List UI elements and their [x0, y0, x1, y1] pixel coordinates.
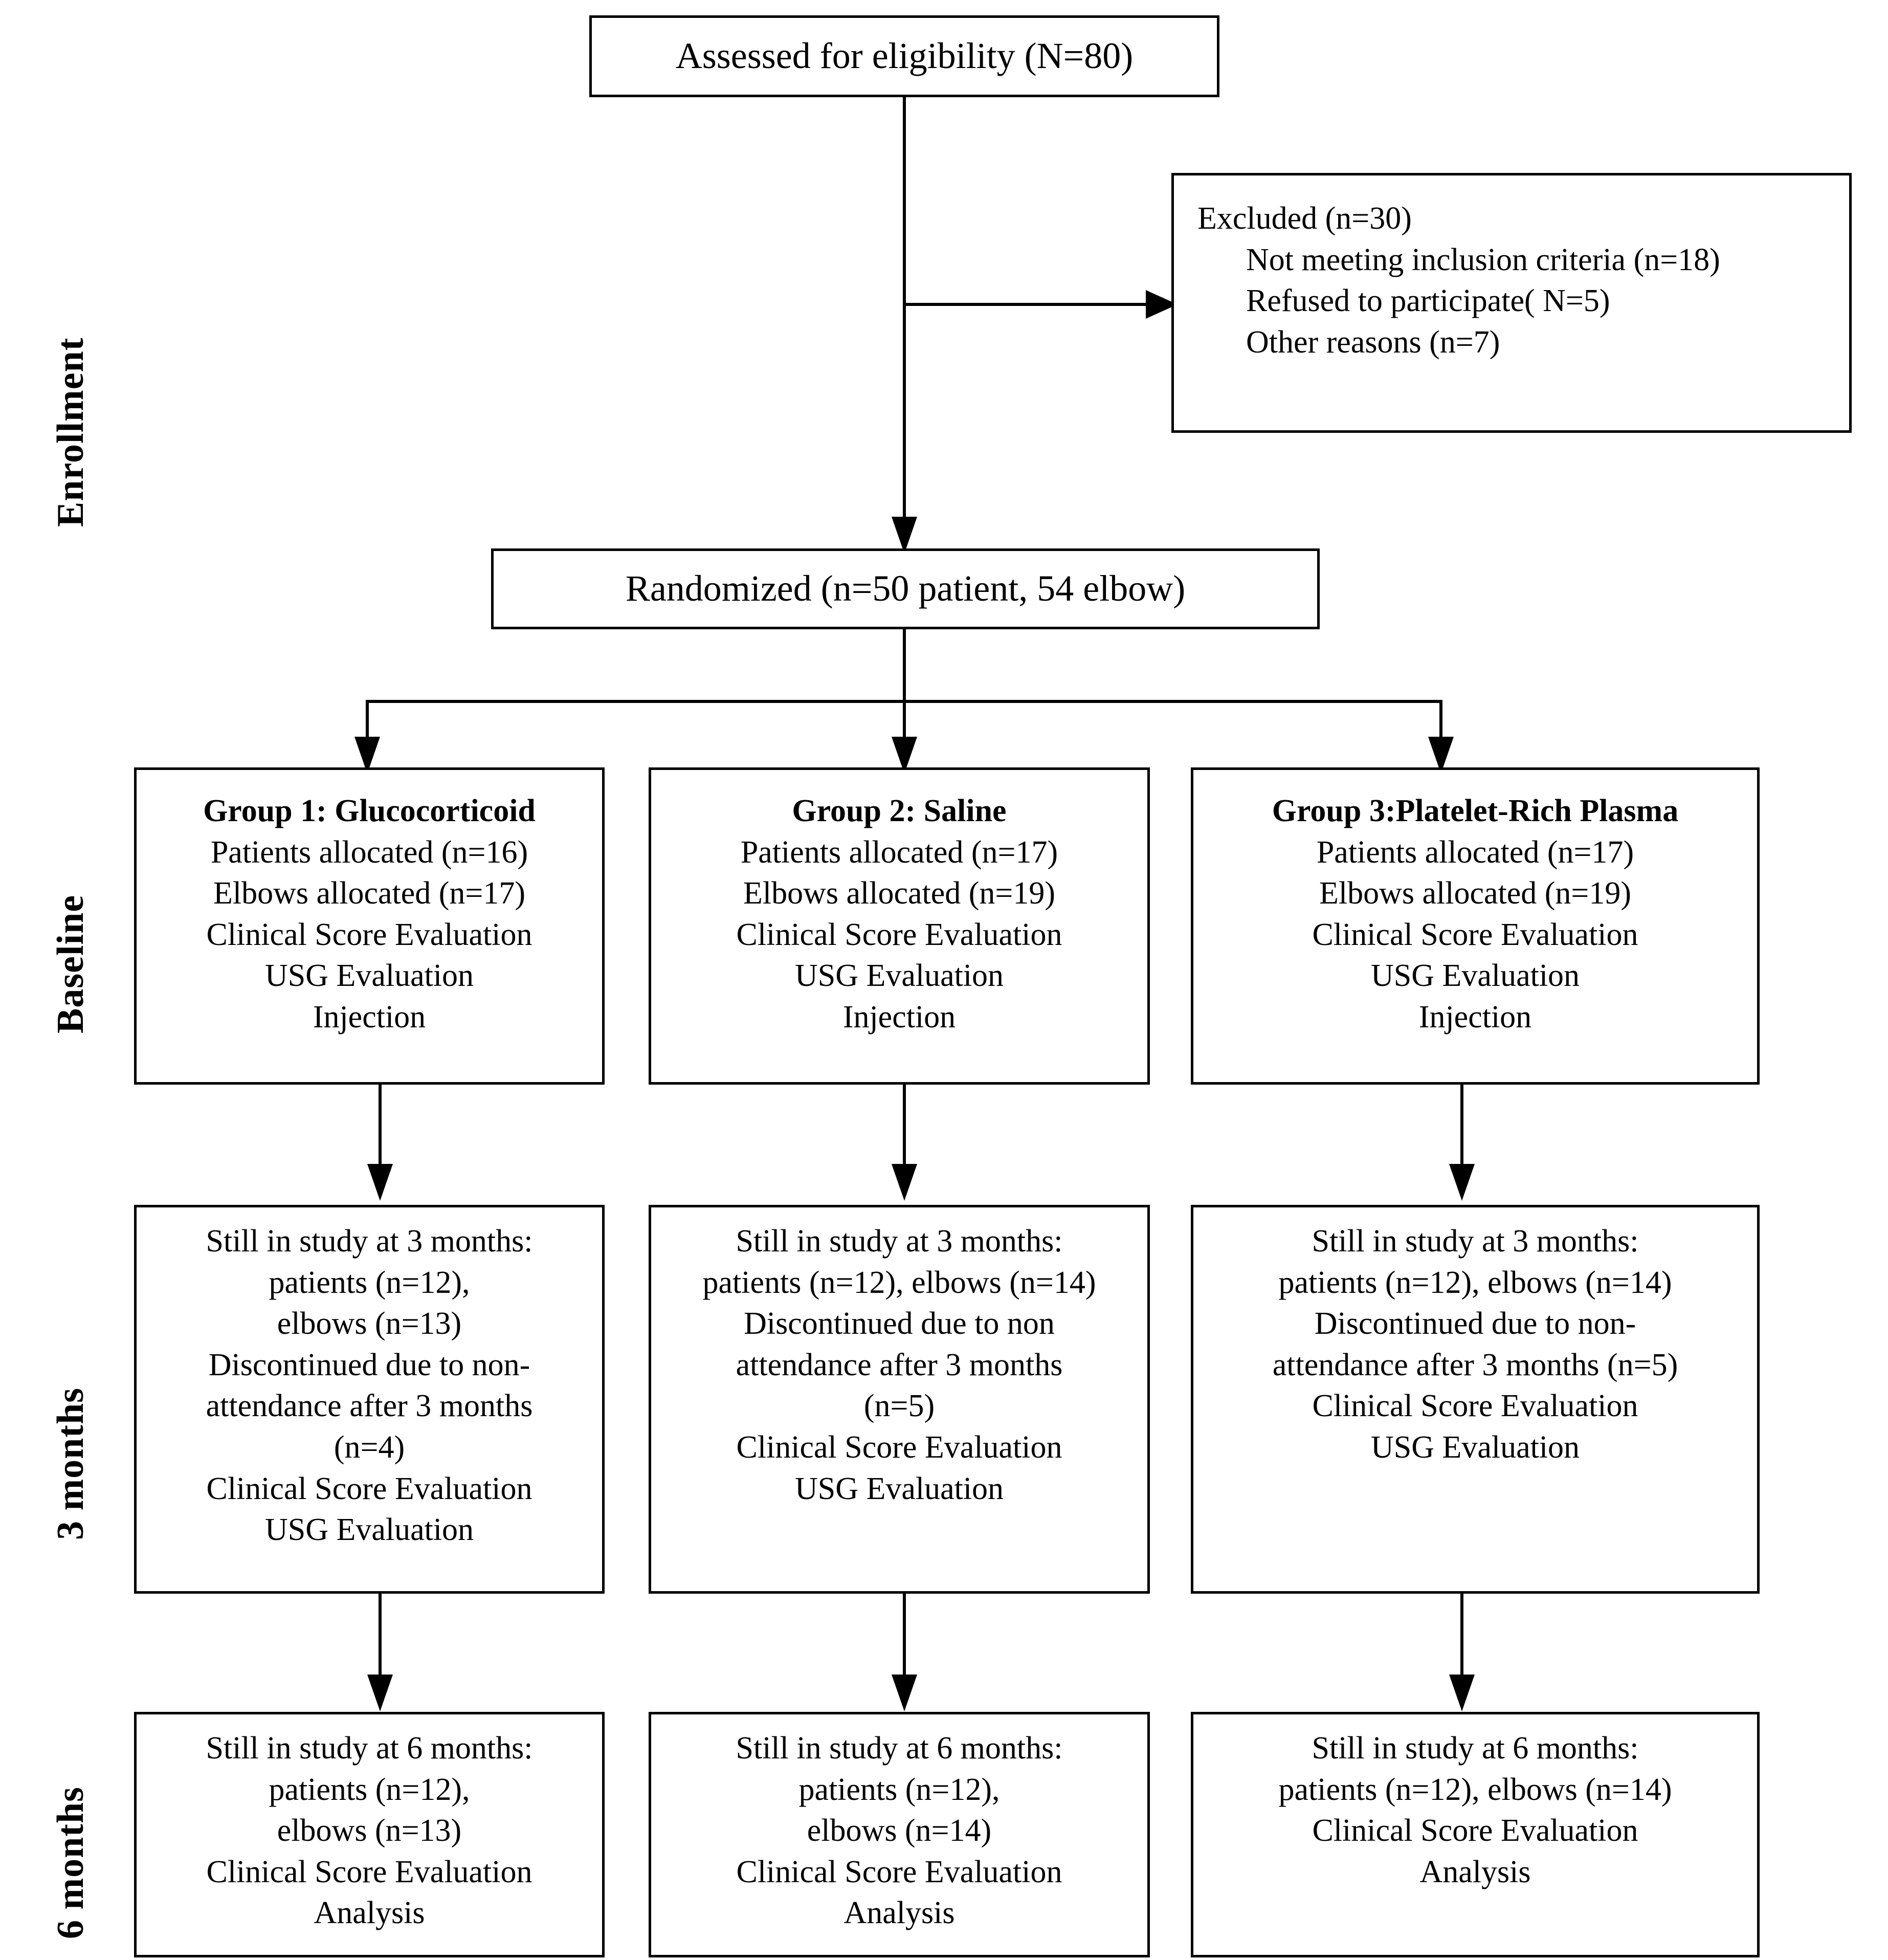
baseline-group1-title: Group 1: Glucocorticoid — [203, 794, 536, 828]
m3-group3-line-2: patients (n=12), elbows (n=14) — [1278, 1265, 1672, 1300]
m3-group1-line-8: USG Evaluation — [264, 1512, 474, 1548]
m3-group1-line-4: Discontinued due to non- — [208, 1347, 530, 1382]
arrowhead-to-randomized — [892, 517, 917, 554]
node-baseline-group3: Group 3:Platelet-Rich Plasma Patients al… — [1191, 767, 1760, 1085]
node-excluded: Excluded (n=30) Not meeting inclusion cr… — [1171, 173, 1852, 433]
baseline-group3-line-4: USG Evaluation — [1370, 958, 1580, 994]
stage-label-baseline: Baseline — [50, 894, 92, 1033]
connector-randomized-splitter — [366, 700, 1442, 703]
baseline-group2-title: Group 2: Saline — [792, 794, 1007, 828]
excluded-reason-refused: Refused to participate( N=5) — [1246, 283, 1610, 319]
assessed-for-eligibility-text: Assessed for eligibility (N=80) — [675, 35, 1134, 77]
connector-group3-3m-to-6m — [1460, 1594, 1463, 1704]
baseline-group2-line-3: Clinical Score Evaluation — [736, 917, 1062, 952]
stage-label-enrollment: Enrollment — [50, 337, 92, 527]
node-6m-group3: Still in study at 6 months: patients (n=… — [1191, 1712, 1760, 1957]
baseline-group1-line-1: Patients allocated (n=16) — [210, 834, 528, 870]
m3-group3-line-4: attendance after 3 months (n=5) — [1272, 1347, 1678, 1382]
m6-group1-line-2: patients (n=12), — [269, 1772, 470, 1807]
m3-group2-line-6: Clinical Score Evaluation — [736, 1429, 1062, 1465]
m6-group3-line-1: Still in study at 6 months: — [1312, 1731, 1639, 1766]
baseline-group3-line-2: Elbows allocated (n=19) — [1319, 876, 1631, 911]
baseline-group2-line-4: USG Evaluation — [794, 958, 1004, 994]
baseline-group1-line-2: Elbows allocated (n=17) — [213, 876, 525, 911]
m3-group1-line-1: Still in study at 3 months: — [206, 1224, 533, 1259]
randomized-text: Randomized (n=50 patient, 54 elbow) — [625, 568, 1186, 609]
m3-group1-line-2: patients (n=12), — [269, 1265, 470, 1300]
connector-randomized-stem — [903, 629, 906, 778]
baseline-group1-line-3: Clinical Score Evaluation — [206, 917, 532, 952]
m3-group1-line-6: (n=4) — [334, 1429, 405, 1465]
arrowhead-group3-3m — [1449, 1164, 1475, 1201]
baseline-group2-line-5: Injection — [842, 999, 956, 1034]
m3-group1-line-7: Clinical Score Evaluation — [206, 1471, 532, 1506]
excluded-reason-not-meeting-criteria: Not meeting inclusion criteria (n=18) — [1246, 242, 1720, 277]
node-baseline-group1: Group 1: Glucocorticoid Patients allocat… — [134, 767, 605, 1085]
baseline-group3-line-3: Clinical Score Evaluation — [1312, 917, 1638, 952]
m3-group1-line-3: elbows (n=13) — [277, 1306, 462, 1341]
connector-group2-3m-to-6m — [903, 1594, 906, 1704]
excluded-reason-other: Other reasons (n=7) — [1246, 324, 1500, 360]
m3-group2-line-1: Still in study at 3 months: — [736, 1224, 1063, 1259]
m6-group2-line-3: elbows (n=14) — [807, 1813, 992, 1848]
node-6m-group1: Still in study at 6 months: patients (n=… — [134, 1712, 605, 1957]
m6-group3-line-4: Analysis — [1419, 1854, 1531, 1889]
arrowhead-group1-3m — [367, 1164, 393, 1201]
m3-group2-line-2: patients (n=12), elbows (n=14) — [702, 1265, 1096, 1300]
connector-group1-3m-to-6m — [379, 1594, 382, 1704]
excluded-heading: Excluded (n=30) — [1197, 201, 1412, 236]
node-6m-group2: Still in study at 6 months: patients (n=… — [649, 1712, 1150, 1957]
m6-group2-line-2: patients (n=12), — [798, 1772, 1000, 1807]
arrowhead-group2-3m — [892, 1164, 917, 1201]
baseline-group3-line-1: Patients allocated (n=17) — [1316, 834, 1634, 870]
m6-group1-line-3: elbows (n=13) — [277, 1813, 462, 1848]
connector-to-excluded — [903, 303, 1148, 306]
m3-group2-line-5: (n=5) — [863, 1389, 935, 1424]
node-baseline-group2: Group 2: Saline Patients allocated (n=17… — [649, 767, 1150, 1085]
m6-group2-line-5: Analysis — [843, 1896, 955, 1931]
connector-eligibility-to-randomized — [903, 97, 906, 547]
m3-group3-line-6: USG Evaluation — [1370, 1429, 1580, 1465]
m3-group1-line-5: attendance after 3 months — [206, 1389, 533, 1424]
arrowhead-group3-6m — [1449, 1675, 1475, 1711]
node-3m-group1: Still in study at 3 months: patients (n=… — [134, 1205, 605, 1594]
node-randomized: Randomized (n=50 patient, 54 elbow) — [491, 548, 1320, 629]
stage-label-6-months: 6 months — [50, 1787, 92, 1939]
arrowhead-group2-6m — [892, 1675, 917, 1711]
m6-group1-line-1: Still in study at 6 months: — [206, 1731, 533, 1766]
m3-group3-line-5: Clinical Score Evaluation — [1312, 1389, 1638, 1424]
baseline-group2-line-1: Patients allocated (n=17) — [740, 834, 1058, 870]
m6-group1-line-4: Clinical Score Evaluation — [206, 1854, 532, 1889]
baseline-group3-line-5: Injection — [1418, 999, 1532, 1034]
arrowhead-group1-6m — [367, 1675, 393, 1711]
m6-group2-line-4: Clinical Score Evaluation — [736, 1854, 1062, 1889]
m3-group3-line-3: Discontinued due to non- — [1314, 1306, 1636, 1341]
m3-group2-line-7: USG Evaluation — [794, 1471, 1004, 1506]
m6-group2-line-1: Still in study at 6 months: — [736, 1731, 1063, 1766]
connector-group2-baseline-to-3m — [903, 1085, 906, 1166]
m3-group3-line-1: Still in study at 3 months: — [1312, 1224, 1639, 1259]
node-3m-group2: Still in study at 3 months: patients (n=… — [649, 1205, 1150, 1594]
baseline-group2-line-2: Elbows allocated (n=19) — [743, 876, 1055, 911]
m6-group3-line-3: Clinical Score Evaluation — [1312, 1813, 1638, 1848]
connector-branch-group1 — [366, 700, 369, 740]
baseline-group1-line-4: USG Evaluation — [264, 958, 474, 994]
connector-group1-baseline-to-3m — [379, 1085, 382, 1166]
node-assessed-for-eligibility: Assessed for eligibility (N=80) — [589, 15, 1219, 97]
m3-group2-line-3: Discontinued due to non — [744, 1306, 1055, 1341]
connector-group3-baseline-to-3m — [1460, 1085, 1463, 1166]
baseline-group1-line-5: Injection — [313, 999, 426, 1034]
connector-branch-group3 — [1439, 700, 1442, 740]
m3-group2-line-4: attendance after 3 months — [736, 1347, 1063, 1382]
baseline-group3-title: Group 3:Platelet-Rich Plasma — [1272, 794, 1679, 828]
m6-group1-line-5: Analysis — [314, 1896, 425, 1931]
stage-label-3-months: 3 months — [50, 1388, 92, 1540]
m6-group3-line-2: patients (n=12), elbows (n=14) — [1278, 1772, 1672, 1807]
node-3m-group3: Still in study at 3 months: patients (n=… — [1191, 1205, 1760, 1594]
